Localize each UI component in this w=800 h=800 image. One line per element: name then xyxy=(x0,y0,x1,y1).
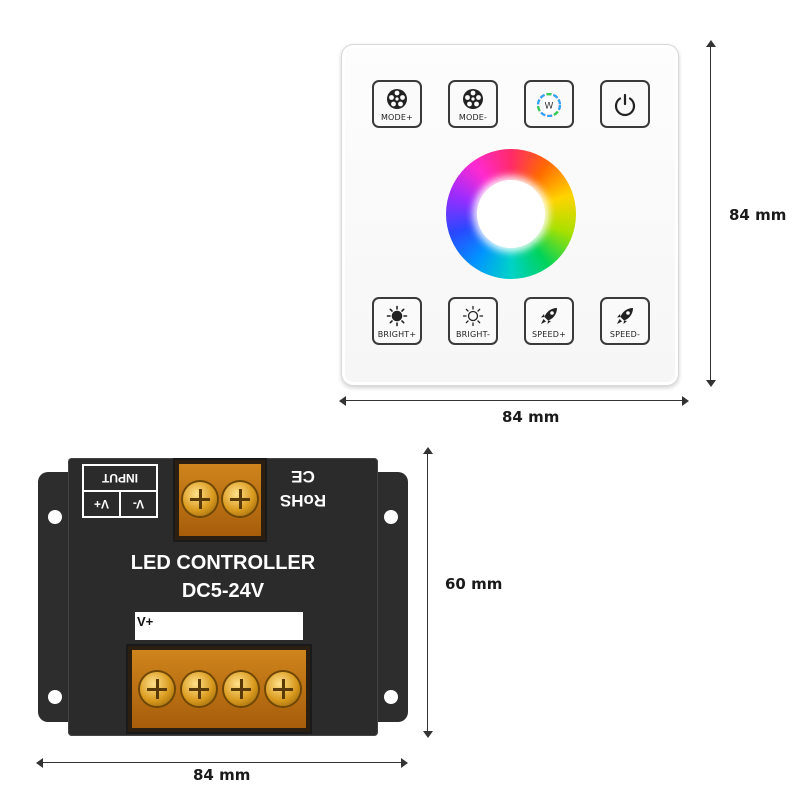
bright-minus-button[interactable]: BRIGHT- xyxy=(448,297,498,345)
color-wheel-center xyxy=(477,180,545,248)
mount-hole xyxy=(48,510,62,524)
screw-icon xyxy=(224,672,258,706)
input-v-plus: V+ xyxy=(94,497,110,511)
output-labels: B G R V+ xyxy=(135,612,303,640)
arrow-up-icon xyxy=(423,447,433,454)
arrow-left-icon xyxy=(339,396,346,406)
mount-hole xyxy=(48,690,62,704)
panel-height-line xyxy=(710,44,711,384)
output-label-vplus: V+ xyxy=(137,614,154,629)
speed-plus-button[interactable]: SPEED+ xyxy=(524,297,574,345)
output-terminal-block xyxy=(126,644,312,734)
mode-minus-label: MODE- xyxy=(458,113,488,122)
ce-mark: CE xyxy=(291,467,315,486)
mode-plus-label: MODE+ xyxy=(380,113,414,122)
mode-plus-button[interactable]: MODE+ xyxy=(372,80,422,128)
rohs-mark: RoHS xyxy=(279,491,327,510)
input-terminal-labels: V- V+ xyxy=(84,492,156,516)
input-v-minus: V- xyxy=(119,492,156,516)
cert-marks: RoHS CE xyxy=(268,464,338,512)
arrow-down-icon xyxy=(706,380,716,387)
arrow-right-icon xyxy=(682,396,689,406)
mode-dots-icon xyxy=(450,88,496,110)
white-button[interactable]: W xyxy=(524,80,574,128)
bright-plus-button[interactable]: BRIGHT+ xyxy=(372,297,422,345)
controller-height-label: 60 mm xyxy=(445,575,503,593)
color-wheel[interactable] xyxy=(446,149,576,279)
bright-plus-label: BRIGHT+ xyxy=(377,330,417,339)
mount-hole xyxy=(384,510,398,524)
arrow-up-icon xyxy=(706,40,716,47)
rocket-icon xyxy=(602,305,648,327)
mount-hole xyxy=(384,690,398,704)
speed-minus-button[interactable]: SPEED- xyxy=(600,297,650,345)
white-glyph: W xyxy=(545,102,554,112)
led-controller: V- V+ INPUT RoHS CE LED CONTROLLER DC5-2… xyxy=(38,458,408,736)
speed-plus-label: SPEED+ xyxy=(531,330,567,339)
screw-icon xyxy=(182,672,216,706)
panel-width-label: 84 mm xyxy=(502,408,560,426)
controller-title: LED CONTROLLER xyxy=(130,552,316,574)
power-icon xyxy=(602,93,648,117)
screw-icon xyxy=(183,482,217,516)
mode-dots-icon xyxy=(374,88,420,110)
input-label: INPUT xyxy=(84,466,156,492)
controller-voltage: DC5-24V xyxy=(181,580,265,602)
input-label-block: V- V+ INPUT xyxy=(82,464,158,518)
controller-width-label: 84 mm xyxy=(193,766,251,784)
sun-outline-icon xyxy=(450,305,496,327)
mode-minus-button[interactable]: MODE- xyxy=(448,80,498,128)
input-terminal-block xyxy=(173,458,267,542)
screw-icon xyxy=(223,482,257,516)
arrow-right-icon xyxy=(401,758,408,768)
arrow-down-icon xyxy=(423,731,433,738)
screw-icon xyxy=(266,672,300,706)
power-button[interactable] xyxy=(600,80,650,128)
speed-minus-label: SPEED- xyxy=(609,330,641,339)
screw-icon xyxy=(140,672,174,706)
controller-width-line xyxy=(40,762,404,763)
panel-width-line xyxy=(343,400,685,401)
controller-height-line xyxy=(427,451,428,735)
white-rgb-icon: W xyxy=(526,93,572,117)
panel-height-label: 84 mm xyxy=(729,206,787,224)
rocket-icon xyxy=(526,305,572,327)
sun-filled-icon xyxy=(374,305,420,327)
bright-minus-label: BRIGHT- xyxy=(455,330,491,339)
arrow-left-icon xyxy=(36,758,43,768)
